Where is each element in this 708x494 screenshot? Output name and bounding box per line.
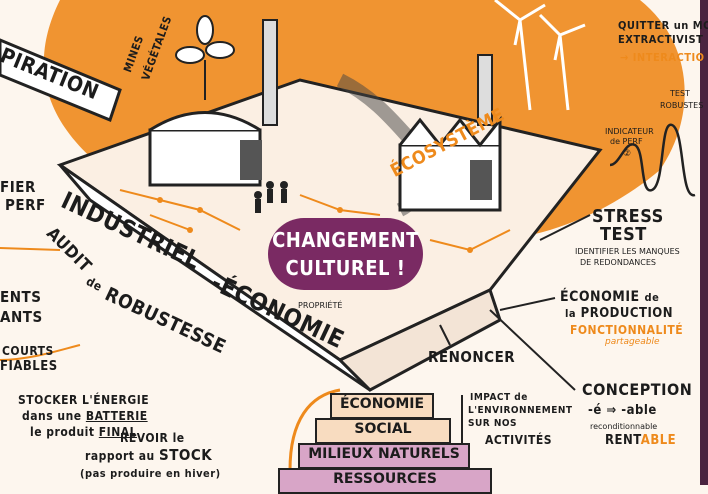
stocker-line1: STOCKER L'ÉNERGIE <box>18 393 150 407</box>
indicateur-number: ② <box>623 149 632 159</box>
factory-right <box>398 54 502 212</box>
pyramid-level-milieux: MILIEUX NATURELS <box>298 443 470 469</box>
ents-label: ENTS <box>0 288 42 306</box>
pyramid-level-ressources: RESSOURCES <box>278 468 492 494</box>
fier-label: FIER <box>0 178 36 196</box>
people-icons <box>254 181 288 213</box>
renoncer-label: RENONCER <box>428 348 516 366</box>
stress-label: STRESS <box>592 206 664 227</box>
stress-sub1: IDENTIFIER LES MANQUES <box>575 247 680 256</box>
quitter-line1: QUITTER un MO <box>618 19 708 32</box>
impact-line4: ACTIVITÉS <box>485 433 553 447</box>
quitter-line2: EXTRACTIVIST <box>618 33 704 46</box>
indicateur-line1: INDICATEUR <box>605 127 654 136</box>
pyramid-level-social: SOCIAL <box>315 418 451 444</box>
ants-label: ANTS <box>0 308 43 326</box>
right-edge-bar <box>700 0 708 485</box>
test-robustesse-line2: ROBUSTES <box>660 101 704 110</box>
pyramid-arrow <box>288 388 341 471</box>
quitter-line3: → INTERACTIO <box>620 51 705 64</box>
perf-label: PERF <box>5 196 46 214</box>
stocker-line2: dans une BATTERIE <box>22 409 148 423</box>
reconditionnable-label: reconditionnable <box>590 422 658 431</box>
revoir-line2: rapport au STOCK <box>85 446 213 464</box>
test-robustesse-line1: TEST <box>670 89 690 98</box>
courts-label: COURTS <box>2 344 54 358</box>
stress-sub2: DE REDONDANCES <box>580 258 657 267</box>
pyramid-level-economie: ÉCONOMIE <box>330 393 434 419</box>
revoir-line1: REVOIR le <box>120 431 185 445</box>
conception-label: CONCEPTION <box>582 380 693 399</box>
impact-line2: L'ENVIRONNEMENT <box>468 405 573 416</box>
fonctionnalite-label: FONCTIONNALITÉ <box>570 323 684 337</box>
fiables-label: FIABLES <box>0 359 58 374</box>
performance-wave <box>609 123 696 197</box>
indicateur-line2: de PERF <box>610 137 643 146</box>
plant-icon <box>175 15 235 100</box>
factory-left <box>148 19 278 187</box>
test-label: TEST <box>600 224 647 245</box>
revoir-line3: (pas produire en hiver) <box>80 467 221 480</box>
able-line: -é ⇒ -able <box>588 403 657 418</box>
rentable-line: RENTABLE <box>605 433 677 448</box>
left-decor <box>0 247 81 361</box>
inspiration-arrow <box>0 38 122 122</box>
callout-lines <box>439 214 591 391</box>
stocker-line3: le produit FINAL <box>30 425 137 439</box>
production-line: la PRODUCTION <box>565 306 674 321</box>
partageable-label: partageable <box>605 337 660 347</box>
wind-turbines <box>494 0 586 111</box>
changement-text: CHANGEMENT <box>272 228 419 252</box>
impact-line1: IMPACT de <box>470 392 528 403</box>
culturel-text: CULTUREL ! <box>285 256 406 280</box>
impact-line3: SUR NOS <box>468 418 517 429</box>
changement-culturel-pill: CHANGEMENT CULTUREL ! <box>268 218 423 290</box>
economie-de-line: ÉCONOMIE de <box>560 289 660 305</box>
propriete-label: PROPRIÉTÉ <box>298 301 343 310</box>
arrow-right-icon: ⇒ <box>606 403 617 418</box>
